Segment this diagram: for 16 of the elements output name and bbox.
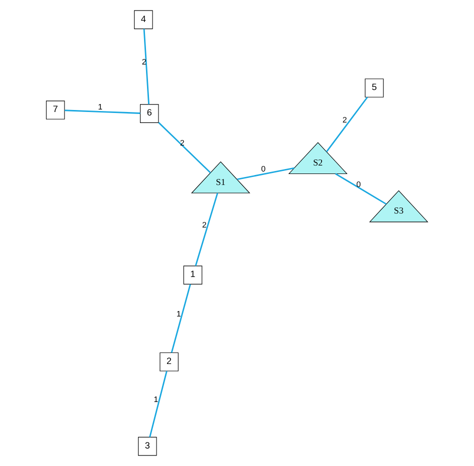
node-box: 6	[140, 104, 159, 123]
connector	[237, 167, 294, 180]
node-box: 1	[183, 266, 202, 284]
node-box: 5	[364, 78, 384, 98]
connector	[194, 192, 218, 266]
connector	[158, 122, 211, 174]
connector	[326, 96, 368, 152]
connector	[64, 110, 140, 114]
node-box: 4	[134, 10, 153, 30]
connector	[149, 370, 168, 438]
connector	[143, 28, 150, 104]
node-box: 3	[138, 436, 157, 456]
node-box: 2	[160, 352, 178, 372]
connector	[335, 173, 387, 205]
node-box: 7	[46, 100, 65, 120]
connector	[170, 284, 191, 353]
